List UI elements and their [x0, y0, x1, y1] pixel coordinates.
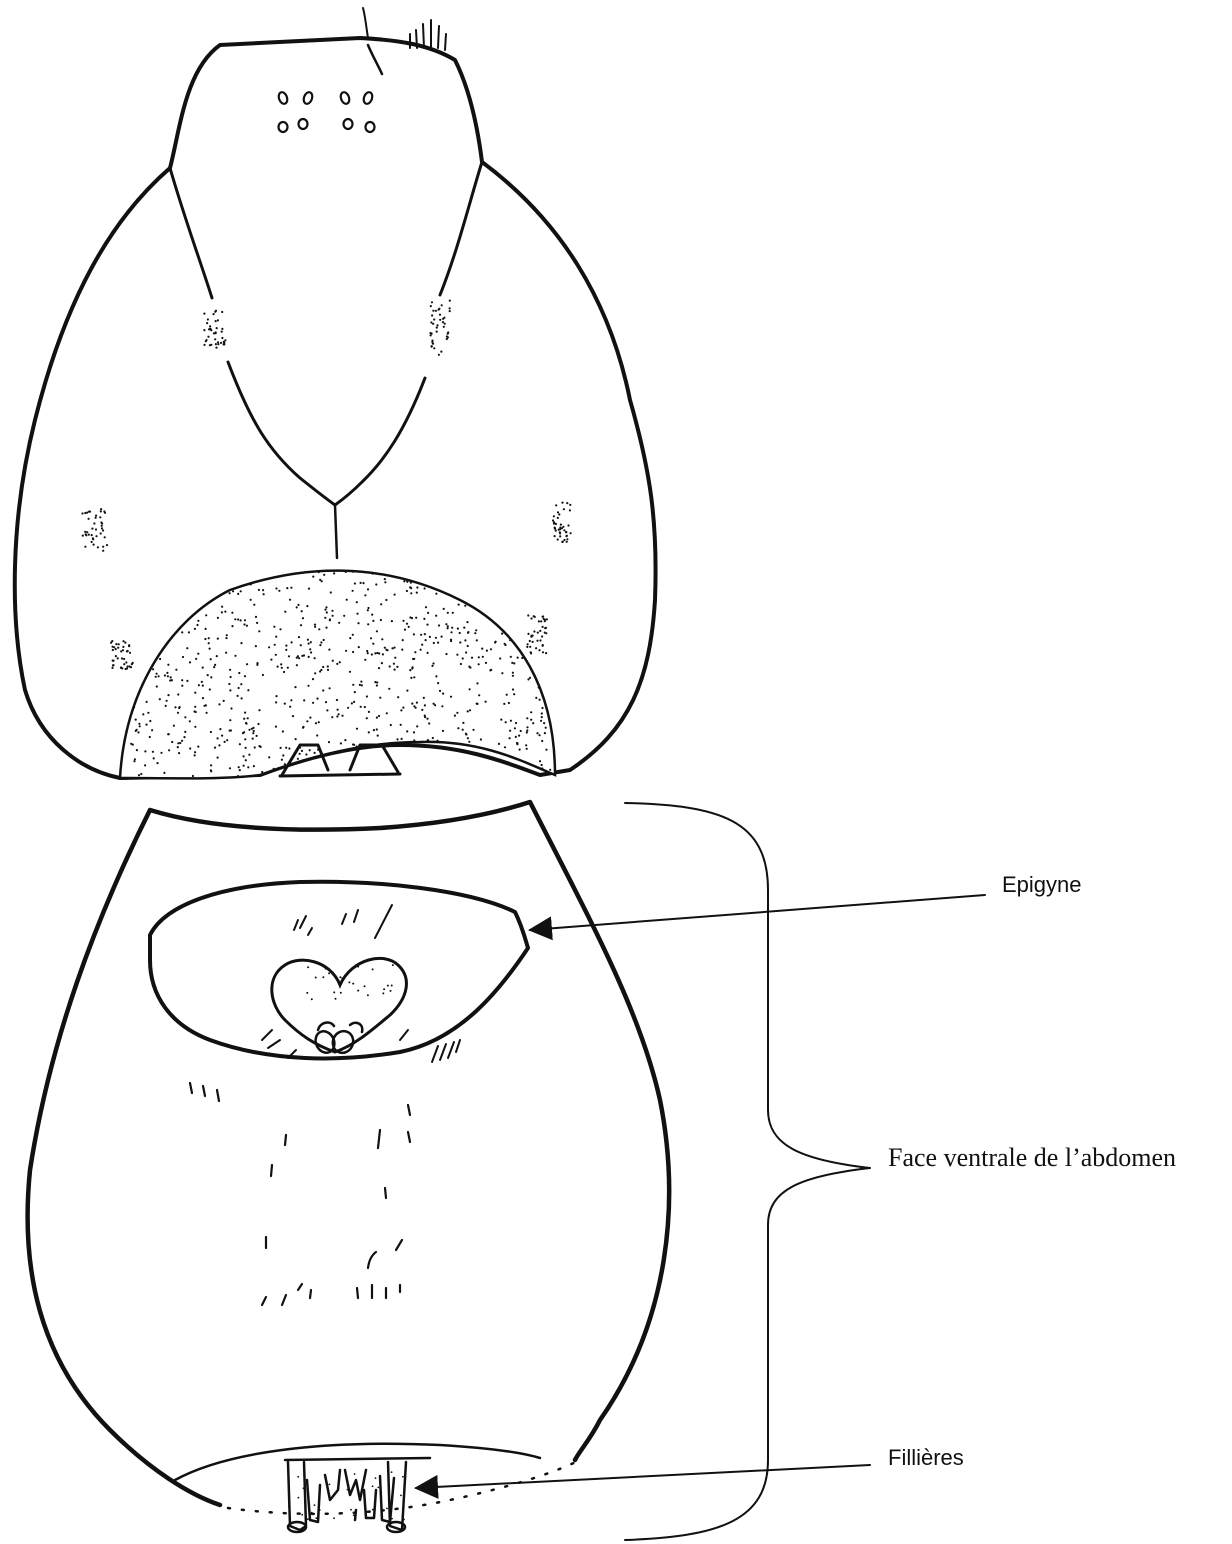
eye-cluster	[277, 91, 374, 132]
head-plate-lower-right	[335, 378, 425, 505]
spinnerets	[285, 1458, 430, 1532]
epigyne-heart	[272, 958, 407, 1052]
ventral-face-annotation: Face ventrale de l’abdomen	[888, 1143, 1176, 1172]
ventral-face-label: Face ventrale de l’abdomen	[888, 1143, 1176, 1172]
spinnerets-annotation: Fillières	[416, 1445, 964, 1488]
abdomen-outline	[28, 802, 670, 1505]
abdomen	[28, 802, 670, 1532]
head-plate-right-upper	[440, 162, 482, 295]
abdomen-setae	[190, 1083, 410, 1305]
head-plate	[170, 168, 212, 298]
sternum	[120, 571, 555, 779]
epigyne-arrow	[530, 895, 985, 930]
spinnerets-label: Fillières	[888, 1445, 964, 1470]
median-line	[335, 505, 337, 558]
spinnerets-arrow	[416, 1465, 870, 1488]
cephalothorax	[15, 8, 656, 778]
head-plate-lower-left	[228, 362, 335, 505]
epigyne-label: Epigyne	[1002, 872, 1082, 897]
spinneret-field	[175, 1444, 540, 1480]
cheliceral-crease	[368, 45, 382, 74]
epigyne-annotation: Epigyne	[530, 872, 1082, 930]
